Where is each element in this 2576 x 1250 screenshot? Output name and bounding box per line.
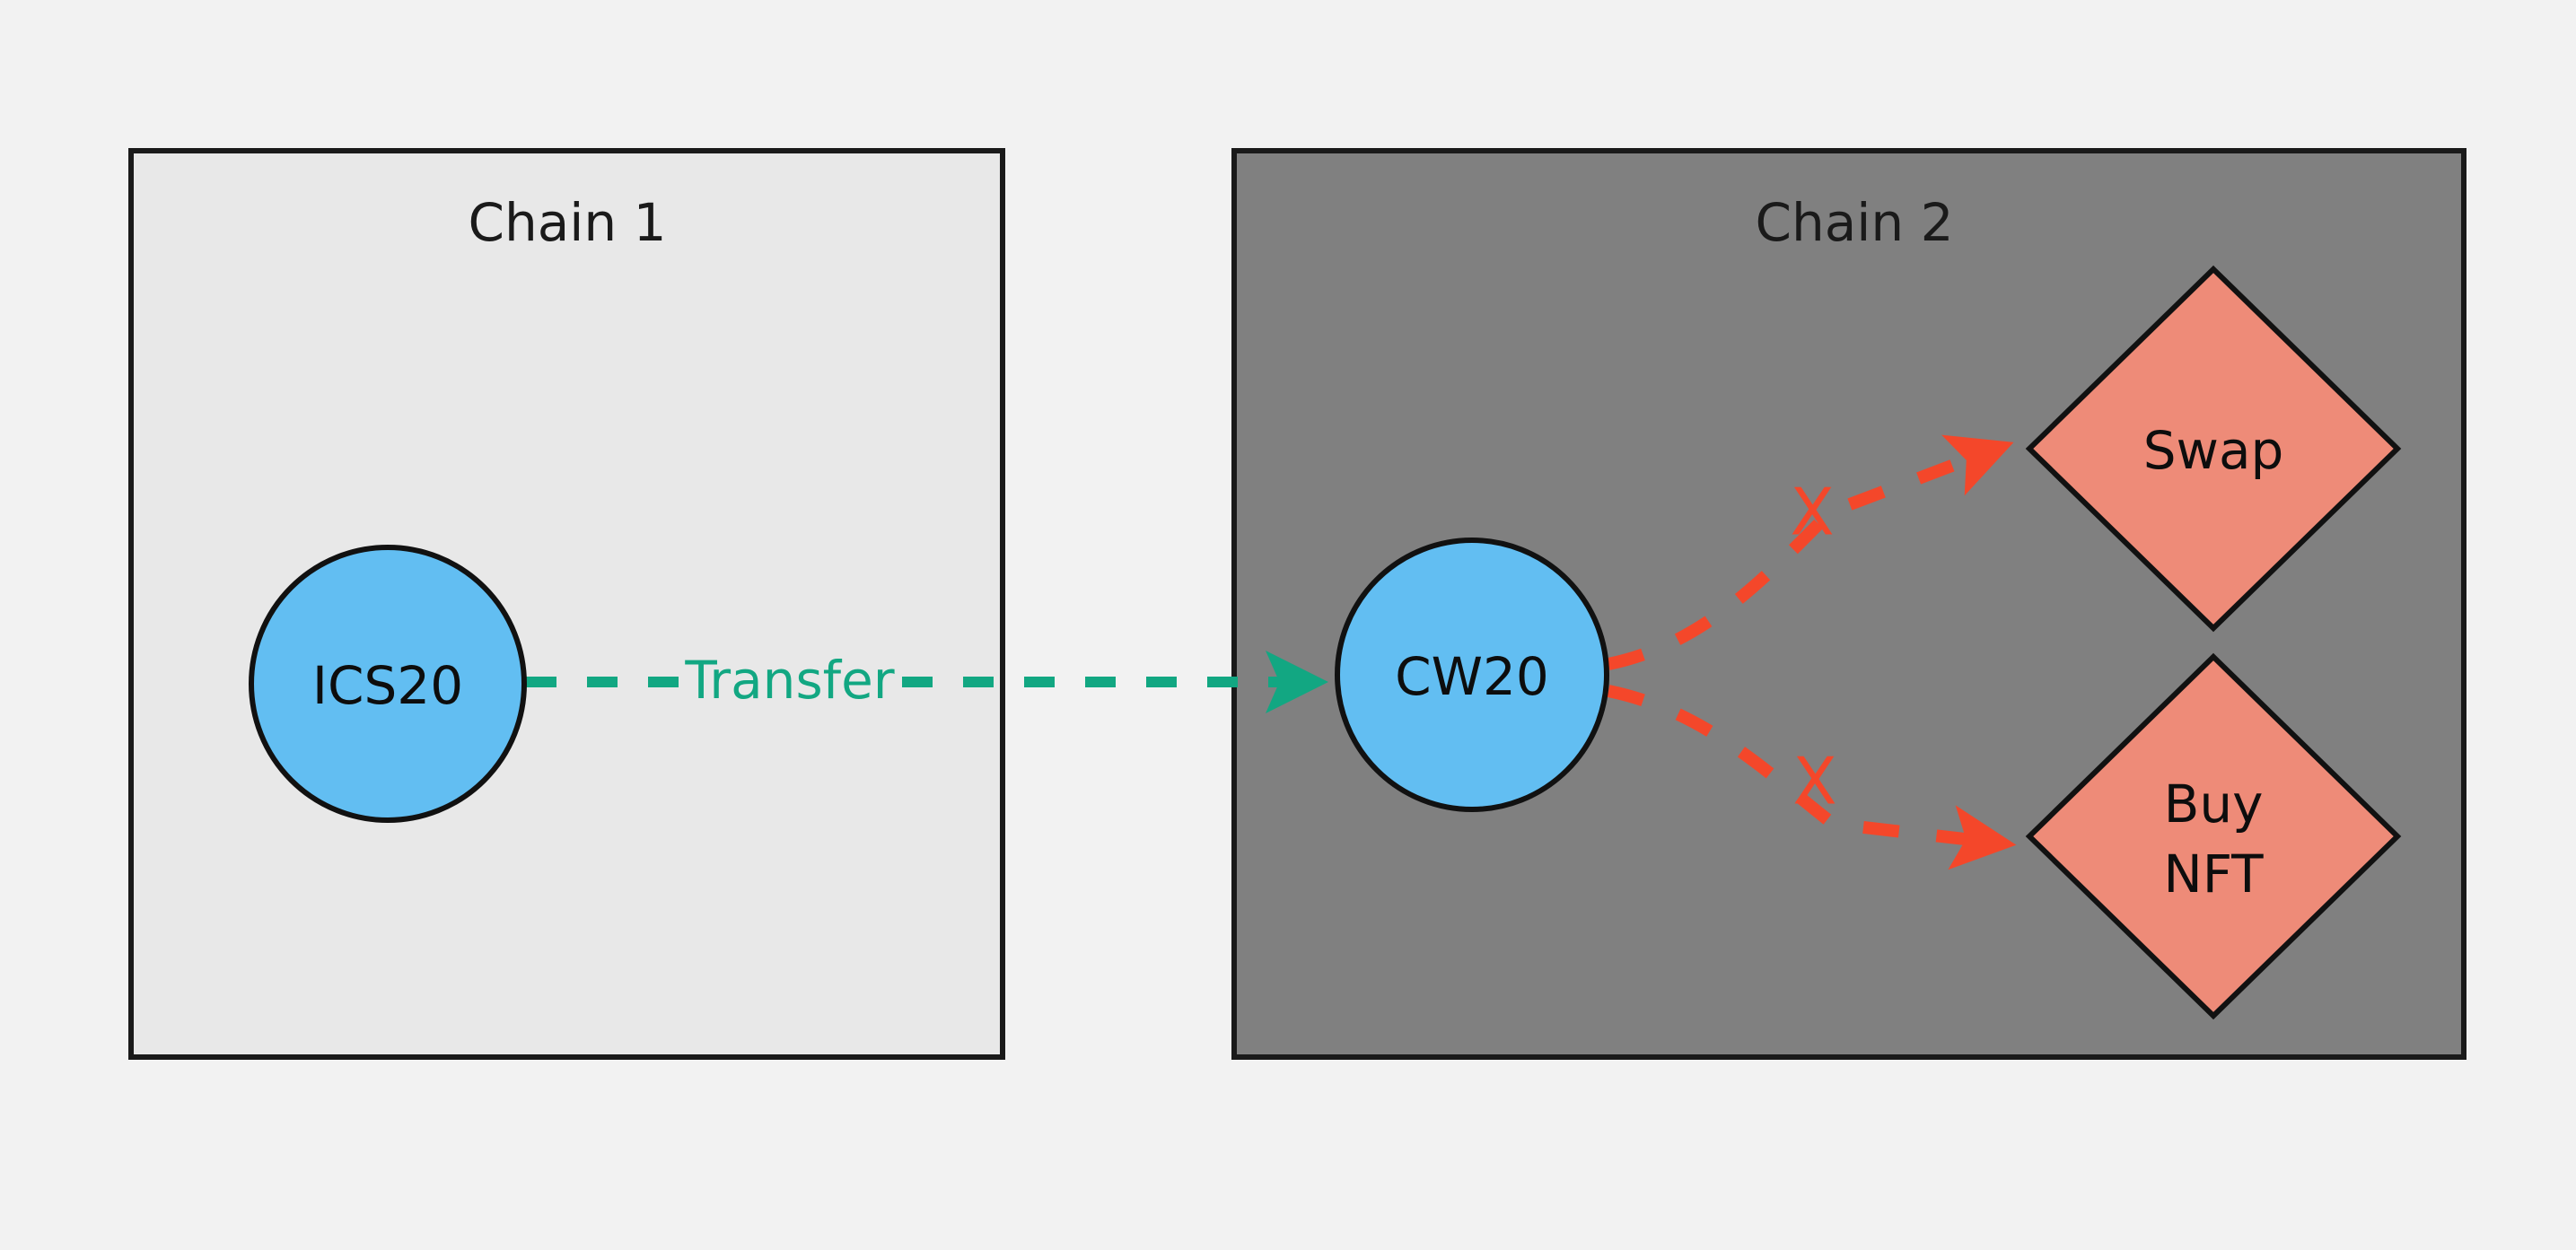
chain-2-title: Chain 2 [1755, 192, 1953, 253]
transfer-edge[interactable]: Transfer [526, 650, 1328, 713]
buy-nft-edge-path [1607, 685, 2017, 870]
chain-1-title: Chain 1 [468, 192, 666, 253]
swap-edge-x-marker: X [1790, 475, 1834, 550]
buy-nft-edge-x-marker: X [1792, 744, 1836, 819]
swap-edge-path [1607, 434, 2014, 670]
cw20-circle [1335, 538, 1609, 812]
buy-nft-label-line-1: Buy [2164, 774, 2264, 835]
buy-nft-label-line-2: NFT [2163, 844, 2264, 905]
chain-1-container[interactable]: Chain 1 [128, 148, 1005, 1060]
ics20-label: ICS20 [312, 655, 463, 716]
transfer-edge-label: Transfer [684, 650, 894, 711]
buy-nft-diamond [2025, 652, 2402, 1020]
node-ics20[interactable]: ICS20 [249, 545, 527, 823]
chain-1-box [128, 148, 1005, 1060]
node-cw20[interactable]: CW20 [1335, 538, 1609, 812]
swap-label: Swap [2143, 420, 2284, 481]
ics20-circle [249, 545, 527, 823]
cw20-label: CW20 [1395, 646, 1549, 707]
node-buy-nft[interactable]: Buy NFT [2025, 652, 2402, 1020]
swap-diamond [2025, 265, 2402, 633]
swap-edge[interactable]: X [1607, 434, 2014, 670]
buy-nft-edge[interactable]: X [1607, 685, 2017, 870]
node-swap[interactable]: Swap [2025, 265, 2402, 633]
